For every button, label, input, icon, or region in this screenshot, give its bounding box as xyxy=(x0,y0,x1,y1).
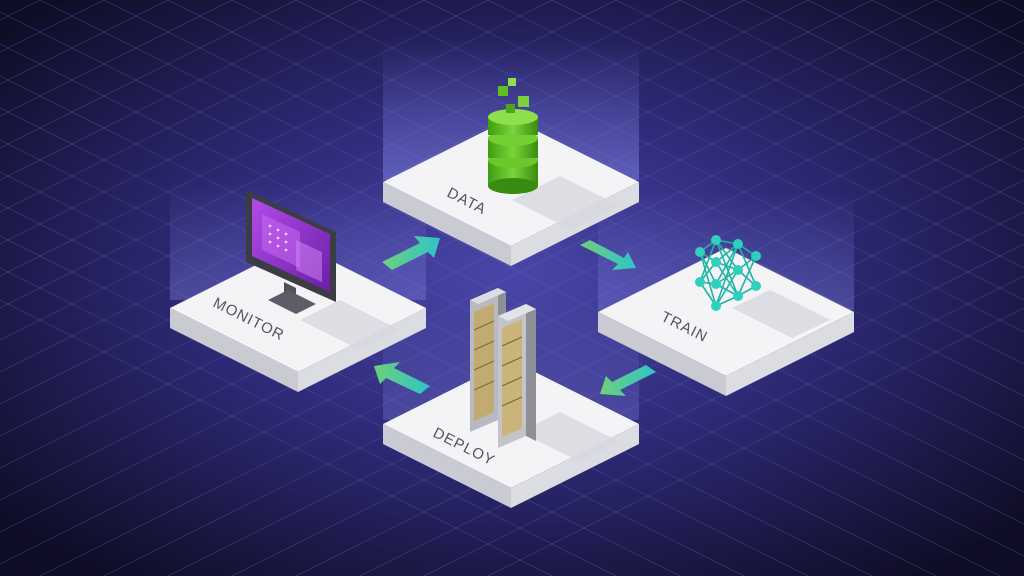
arrow-data-to-train xyxy=(580,240,636,270)
neural-node xyxy=(695,277,705,287)
database-cylinder-icon xyxy=(488,78,538,194)
arrow-monitor-to-data xyxy=(382,236,440,270)
neural-node xyxy=(711,257,721,267)
stage-monitor: MONITOR xyxy=(170,190,426,392)
neural-node xyxy=(733,291,743,301)
flow-arrows xyxy=(374,236,656,396)
stage-train: TRAIN xyxy=(598,235,854,396)
neural-node xyxy=(711,235,721,245)
neural-node xyxy=(711,279,721,289)
neural-node xyxy=(733,265,743,275)
neural-node xyxy=(733,239,743,249)
neural-node xyxy=(711,301,721,311)
neural-node xyxy=(695,247,705,257)
neural-network-icon xyxy=(695,235,761,311)
computer-monitor-icon xyxy=(246,190,336,314)
neural-node xyxy=(751,281,761,291)
arrow-deploy-to-monitor xyxy=(374,362,430,394)
stage-deploy: DEPLOY xyxy=(383,288,639,508)
server-rack-icon xyxy=(470,288,536,448)
arrow-train-to-deploy xyxy=(600,365,656,396)
neural-node xyxy=(751,251,761,261)
stage-data: DATA xyxy=(383,78,639,266)
